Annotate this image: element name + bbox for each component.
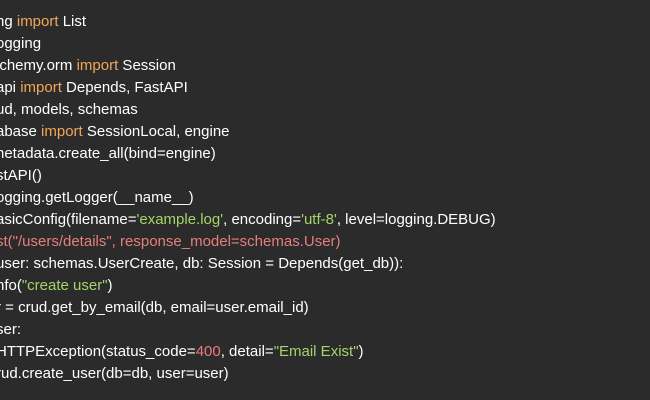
code-token: asicConfig(filename= <box>0 211 137 228</box>
code-token: ) <box>358 343 364 360</box>
keyword-token: import <box>41 123 83 140</box>
code-token: r = crud.get_by_email(db, email=user.ema… <box>0 299 309 316</box>
decorator-token: st("/users/details", response_model=sche… <box>0 233 341 250</box>
code-token: Depends, FastAPI <box>61 79 188 96</box>
code-token: ogging.getLogger(__name__) <box>0 189 194 206</box>
string-token: "create user" <box>21 277 108 294</box>
code-token: rud.create_user(db=db, user=user) <box>0 365 229 382</box>
code-line: lchemy.orm import Session <box>0 55 496 77</box>
code-token: netadata.create_all(bind=engine) <box>0 145 216 162</box>
code-token: , level=logging.DEBUG) <box>336 211 496 228</box>
code-line: ogging.getLogger(__name__) <box>0 187 496 209</box>
code-line: netadata.create_all(bind=engine) <box>0 143 496 165</box>
number-token: 400 <box>195 343 221 360</box>
code-line: ogging <box>0 33 496 55</box>
keyword-token: import <box>20 79 62 96</box>
code-token: lchemy.orm <box>0 57 77 74</box>
code-line: stAPI() <box>0 165 496 187</box>
code-token: stAPI() <box>0 167 42 184</box>
code-line: ud, models, schemas <box>0 99 496 121</box>
code-token: , encoding= <box>223 211 302 228</box>
code-token: , detail= <box>220 343 274 360</box>
code-token: nfo( <box>0 277 22 294</box>
code-token: ) <box>107 277 113 294</box>
code-line: abase import SessionLocal, engine <box>0 121 496 143</box>
code-token: ser: <box>0 321 22 338</box>
code-token: ng <box>0 13 13 30</box>
string-token: 'utf-8' <box>301 211 337 228</box>
code-line: HTTPException(status_code=400, detail="E… <box>0 341 496 363</box>
string-token: "Email Exist" <box>273 343 359 360</box>
code-line: asicConfig(filename='example.log', encod… <box>0 209 496 231</box>
code-token: ud, models, schemas <box>0 101 138 118</box>
keyword-token: import <box>76 57 119 74</box>
keyword-token: import <box>16 13 59 30</box>
code-line: ng import List <box>0 11 496 33</box>
code-block: ng import List ogging lchemy.orm import Se… <box>0 11 496 385</box>
code-token: user: schemas.UserCreate, db: Session = … <box>0 255 404 272</box>
code-line: api import Depends, FastAPI <box>0 77 496 99</box>
code-token: api <box>0 79 17 96</box>
code-line: nfo("create user") <box>0 275 496 297</box>
code-token: HTTPException(status_code= <box>0 343 196 360</box>
string-token: 'example.log' <box>136 211 224 228</box>
code-token: abase <box>0 123 42 140</box>
code-line: ser: <box>0 319 496 341</box>
code-line: r = crud.get_by_email(db, email=user.ema… <box>0 297 496 319</box>
code-line: user: schemas.UserCreate, db: Session = … <box>0 253 496 275</box>
code-line: rud.create_user(db=db, user=user) <box>0 363 496 385</box>
code-token: Session <box>118 57 176 74</box>
code-token: SessionLocal, engine <box>82 123 230 140</box>
code-token: List <box>58 13 87 30</box>
code-line: st("/users/details", response_model=sche… <box>0 231 496 253</box>
code-token: ogging <box>0 35 42 52</box>
